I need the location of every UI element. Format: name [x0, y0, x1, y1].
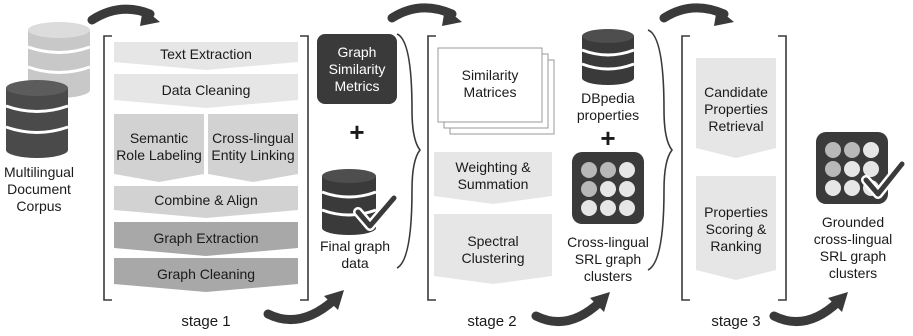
output-line: clusters [828, 265, 878, 281]
input-label-line: Multilingual [4, 164, 75, 180]
step-properties-scoring-ranking: Properties Scoring & Ranking [696, 198, 776, 260]
input-label-line: Document [7, 181, 71, 197]
stage3-chevrons [696, 58, 776, 280]
final-graph-data-label: Final graph data [310, 238, 400, 272]
output-line: Grounded [821, 214, 885, 230]
similarity-matrices-label: Similarity Matrices [438, 62, 542, 106]
curved-arrow-icon [87, 4, 160, 26]
stage2-chevrons [434, 152, 552, 284]
step-graph-extraction: Graph Extraction [153, 229, 259, 246]
stage3-label: stage 3 [711, 313, 761, 330]
database-check-icon [321, 169, 399, 235]
final-data-line: data [341, 255, 369, 271]
step-entity-linking: Cross-lingual Entity Linking [208, 124, 298, 170]
stage2-bracket [427, 35, 436, 301]
step-label-line: Retrieval [708, 117, 764, 134]
stage1-bracket [103, 35, 309, 301]
plus-sign: + [600, 123, 616, 153]
stage2-label: stage 2 [467, 313, 517, 330]
step-label-line: Entity Linking [211, 147, 295, 163]
step-combine-align: Combine & Align [154, 191, 258, 208]
stage1-label: stage 1 [181, 313, 231, 330]
metrics-line: Metrics [334, 77, 380, 94]
curved-arrow-icon [659, 3, 734, 26]
database-icon [5, 80, 69, 158]
step-label-line: Ranking [710, 237, 762, 254]
graph-similarity-metrics-box: Graph Similarity Metrics [317, 34, 397, 104]
similarity-matrices-stack [437, 47, 555, 135]
final-data-line: Final graph [319, 238, 391, 254]
step-semantic-role-labeling: Semantic Role Labeling [114, 124, 204, 170]
step-label-line: Summation [457, 176, 529, 192]
dbpedia-line: DBpedia [581, 90, 635, 106]
step-label-line: Candidate [704, 83, 768, 100]
output-line: SRL graph [819, 248, 887, 264]
dbpedia-properties-label: DBpedia properties [566, 90, 650, 124]
step-graph-cleaning: Graph Cleaning [156, 265, 256, 282]
grounded-clusters-label: Grounded cross-lingual SRL graph cluster… [800, 214, 906, 282]
matrices-line: Matrices [463, 84, 517, 100]
matrices-line: Similarity [461, 67, 519, 83]
plus-sign: + [349, 117, 365, 147]
step-label-line: Properties [704, 203, 768, 220]
stage1-chevrons [114, 42, 298, 292]
curved-arrow-icon [531, 292, 610, 327]
database-icon [581, 29, 635, 85]
output-line: cross-lingual [813, 231, 893, 247]
dbpedia-line: properties [576, 107, 640, 123]
step-text-extraction: Text Extraction [160, 45, 252, 62]
step-label-line: Cross-lingual [212, 130, 294, 146]
step-label-line: Role Labeling [116, 147, 202, 163]
curved-arrow-icon [769, 292, 848, 327]
stage3-bracket [681, 35, 787, 301]
curved-arrow-icon [387, 3, 462, 26]
step-weighting-summation: Weighting & Summation [434, 156, 552, 196]
metrics-line: Graph [337, 43, 377, 60]
step-label-line: Clustering [461, 250, 525, 266]
step-candidate-properties-retrieval: Candidate Properties Retrieval [696, 78, 776, 140]
step-data-cleaning: Data Cleaning [161, 81, 251, 98]
step-label-line: Properties [704, 100, 768, 117]
metrics-line: Similarity [328, 60, 386, 77]
input-label-line: Corpus [16, 198, 62, 214]
step-spectral-clustering: Spectral Clustering [434, 226, 552, 274]
input-corpus-label: Multilingual Document Corpus [4, 164, 74, 215]
merge-brace [396, 33, 422, 269]
clusters-line: Cross-lingual [567, 234, 649, 250]
step-label-line: Spectral [467, 233, 519, 249]
curved-arrow-icon [263, 290, 344, 325]
clusters-line: SRL graph [574, 251, 642, 267]
step-label-line: Weighting & [455, 159, 531, 175]
step-label-line: Scoring & [705, 220, 767, 237]
step-label-line: Semantic [129, 130, 189, 146]
grounded-cluster-grid-icon [816, 132, 907, 204]
cluster-grid-icon [572, 152, 644, 224]
clusters-line: clusters [583, 268, 633, 284]
cross-lingual-clusters-label: Cross-lingual SRL graph clusters [560, 234, 656, 285]
merge-brace [647, 29, 674, 271]
